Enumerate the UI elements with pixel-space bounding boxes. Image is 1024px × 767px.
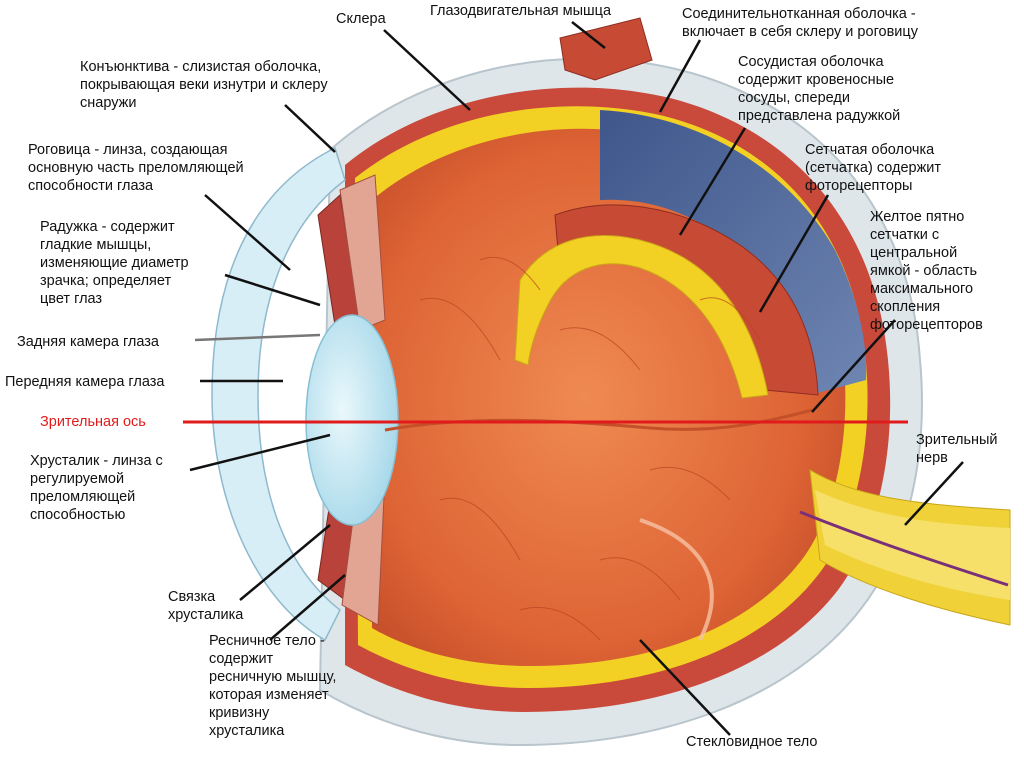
- label-iris-line2: гладкие мышцы,: [40, 237, 152, 253]
- label-lens-line3: преломляющей: [30, 489, 136, 505]
- label-retina: Сетчатая оболочка (сетчатка) содержит фо…: [805, 141, 941, 195]
- label-iris-line1: Радужка - содержит: [40, 219, 175, 235]
- leader-line-optic-nerve: [904, 461, 964, 526]
- label-choroid-line3: сосуды, спереди: [738, 90, 850, 106]
- label-choroid-line1: Сосудистая оболочка: [738, 54, 884, 70]
- label-lens: Хрусталик - линза с регулируемой преломл…: [30, 452, 163, 524]
- leader-line-ciliary-body: [269, 574, 346, 641]
- label-connective-tunic-line1: Соединительнотканная оболочка -: [682, 6, 916, 22]
- label-conjunctiva: Конъюнктива - слизистая оболочка, покрыв…: [80, 58, 328, 112]
- label-macula-line7: фоторецепторов: [870, 317, 983, 333]
- label-iris-line3: изменяющие диаметр: [40, 255, 189, 271]
- label-zonule: Связка хрусталика: [168, 588, 243, 624]
- label-conjunctiva-line2: покрывающая веки изнутри и склеру: [80, 77, 328, 93]
- leader-line-conjunctiva: [284, 104, 336, 153]
- lens-shape: [305, 314, 399, 526]
- label-iris-line4: зрачка; определяет: [40, 273, 172, 289]
- label-anterior-chamber: Передняя камера глаза: [5, 374, 165, 390]
- label-ciliary-body-line6: хрусталика: [209, 723, 285, 739]
- label-macula-line5: максимального: [870, 281, 974, 297]
- label-sclera: Склера: [336, 11, 386, 27]
- label-macula-line1: Желтое пятно: [870, 209, 965, 225]
- label-connective-tunic: Соединительнотканная оболочка - включает…: [682, 5, 918, 41]
- label-choroid-line4: представлена радужкой: [738, 108, 901, 124]
- vitreous-vessel-4: [479, 256, 541, 291]
- leader-lines: [189, 21, 964, 736]
- label-ciliary-body-line1: Ресничное тело -: [209, 633, 325, 649]
- vitreous-vessels: [419, 256, 761, 641]
- label-optic-nerve: Зрительный нерв: [916, 431, 998, 467]
- label-lens-line4: способностью: [30, 507, 126, 523]
- label-cornea: Роговица - линза, создающая основную час…: [28, 141, 244, 195]
- label-ciliary-body-line4: которая изменяет: [209, 687, 329, 703]
- label-choroid: Сосудистая оболочка содержит кровеносные…: [738, 53, 900, 125]
- vitreous-vessel-5: [699, 297, 761, 341]
- leader-line-eye-muscle: [571, 21, 606, 49]
- vitreous-vessel-1: [439, 497, 521, 561]
- label-eye-muscle: Глазодвигательная мышца: [430, 3, 612, 19]
- label-macula-line2: сетчатки с: [870, 227, 940, 243]
- label-posterior-chamber: Задняя камера глаза: [17, 334, 159, 350]
- leader-line-connective-tunic: [658, 39, 702, 113]
- label-zonule-line2: хрусталика: [168, 607, 244, 623]
- label-retina-line3: фоторецепторы: [805, 178, 913, 194]
- leader-line-choroid: [678, 127, 747, 236]
- leader-line-vitreous-body: [639, 639, 731, 736]
- vitreous-vessel-6: [519, 606, 601, 641]
- label-connective-tunic-line2: включает в себя склеру и роговицу: [682, 24, 918, 40]
- label-visual-axis: Зрительная ось: [40, 414, 146, 430]
- label-iris: Радужка - содержит гладкие мышцы, изменя…: [40, 218, 189, 308]
- label-cornea-line3: способности глаза: [28, 178, 154, 194]
- retinal-vessel: [799, 510, 1009, 587]
- label-macula-line6: скопления: [870, 299, 941, 315]
- label-ciliary-body-line2: содержит: [209, 651, 274, 667]
- label-macula-line4: ямкой - область: [870, 263, 978, 279]
- eye-muscle-shape: [559, 17, 653, 81]
- leader-line-macula: [811, 319, 896, 413]
- leader-line-lens: [189, 433, 331, 472]
- label-conjunctiva-line3: снаружи: [80, 95, 137, 111]
- label-conjunctiva-line1: Конъюнктива - слизистая оболочка,: [80, 59, 322, 75]
- leader-line-sclera: [383, 29, 471, 111]
- leader-line-zonule: [239, 524, 331, 601]
- label-optic-nerve-line1: Зрительный: [916, 432, 998, 448]
- leader-line-posterior-chamber: [194, 333, 321, 342]
- vitreous-vessel-0: [419, 297, 501, 361]
- label-lens-line2: регулируемой: [30, 471, 125, 487]
- label-retina-line2: (сетчатка) содержит: [805, 160, 942, 176]
- label-iris-line5: цвет глаз: [40, 291, 103, 307]
- vitreous-vessel-7: [649, 466, 731, 501]
- label-lens-line1: Хрусталик - линза с: [30, 453, 163, 469]
- vitreous-vessel-2: [559, 327, 641, 371]
- vitreous-vessel-3: [599, 557, 681, 601]
- label-choroid-line2: содержит кровеносные: [738, 72, 895, 88]
- leader-line-iris: [224, 273, 321, 307]
- label-ciliary-body-line5: кривизну: [209, 705, 270, 721]
- label-vitreous-body: Стекловидное тело: [686, 734, 818, 750]
- label-cornea-line2: основную часть преломляющей: [28, 160, 244, 176]
- leader-line-cornea: [204, 194, 291, 271]
- label-cornea-line1: Роговица - линза, создающая: [28, 142, 228, 158]
- label-retina-line1: Сетчатая оболочка: [805, 142, 935, 158]
- label-macula-line3: центральной: [870, 245, 958, 261]
- retina-flap: [514, 235, 769, 399]
- cornea-shape: [211, 146, 346, 642]
- vitreous-highlight: [639, 518, 714, 641]
- label-macula: Желтое пятно сетчатки с центральной ямко…: [870, 208, 983, 334]
- leader-line-retina: [758, 194, 830, 313]
- label-zonule-line1: Связка: [168, 589, 216, 605]
- ciliary-upper: [339, 174, 386, 331]
- label-ciliary-body: Ресничное тело - содержит ресничную мышц…: [209, 632, 336, 740]
- optic-nerve-sheath: [815, 490, 1010, 600]
- label-ciliary-body-line3: ресничную мышцу,: [209, 669, 337, 685]
- label-optic-nerve-line2: нерв: [916, 450, 948, 466]
